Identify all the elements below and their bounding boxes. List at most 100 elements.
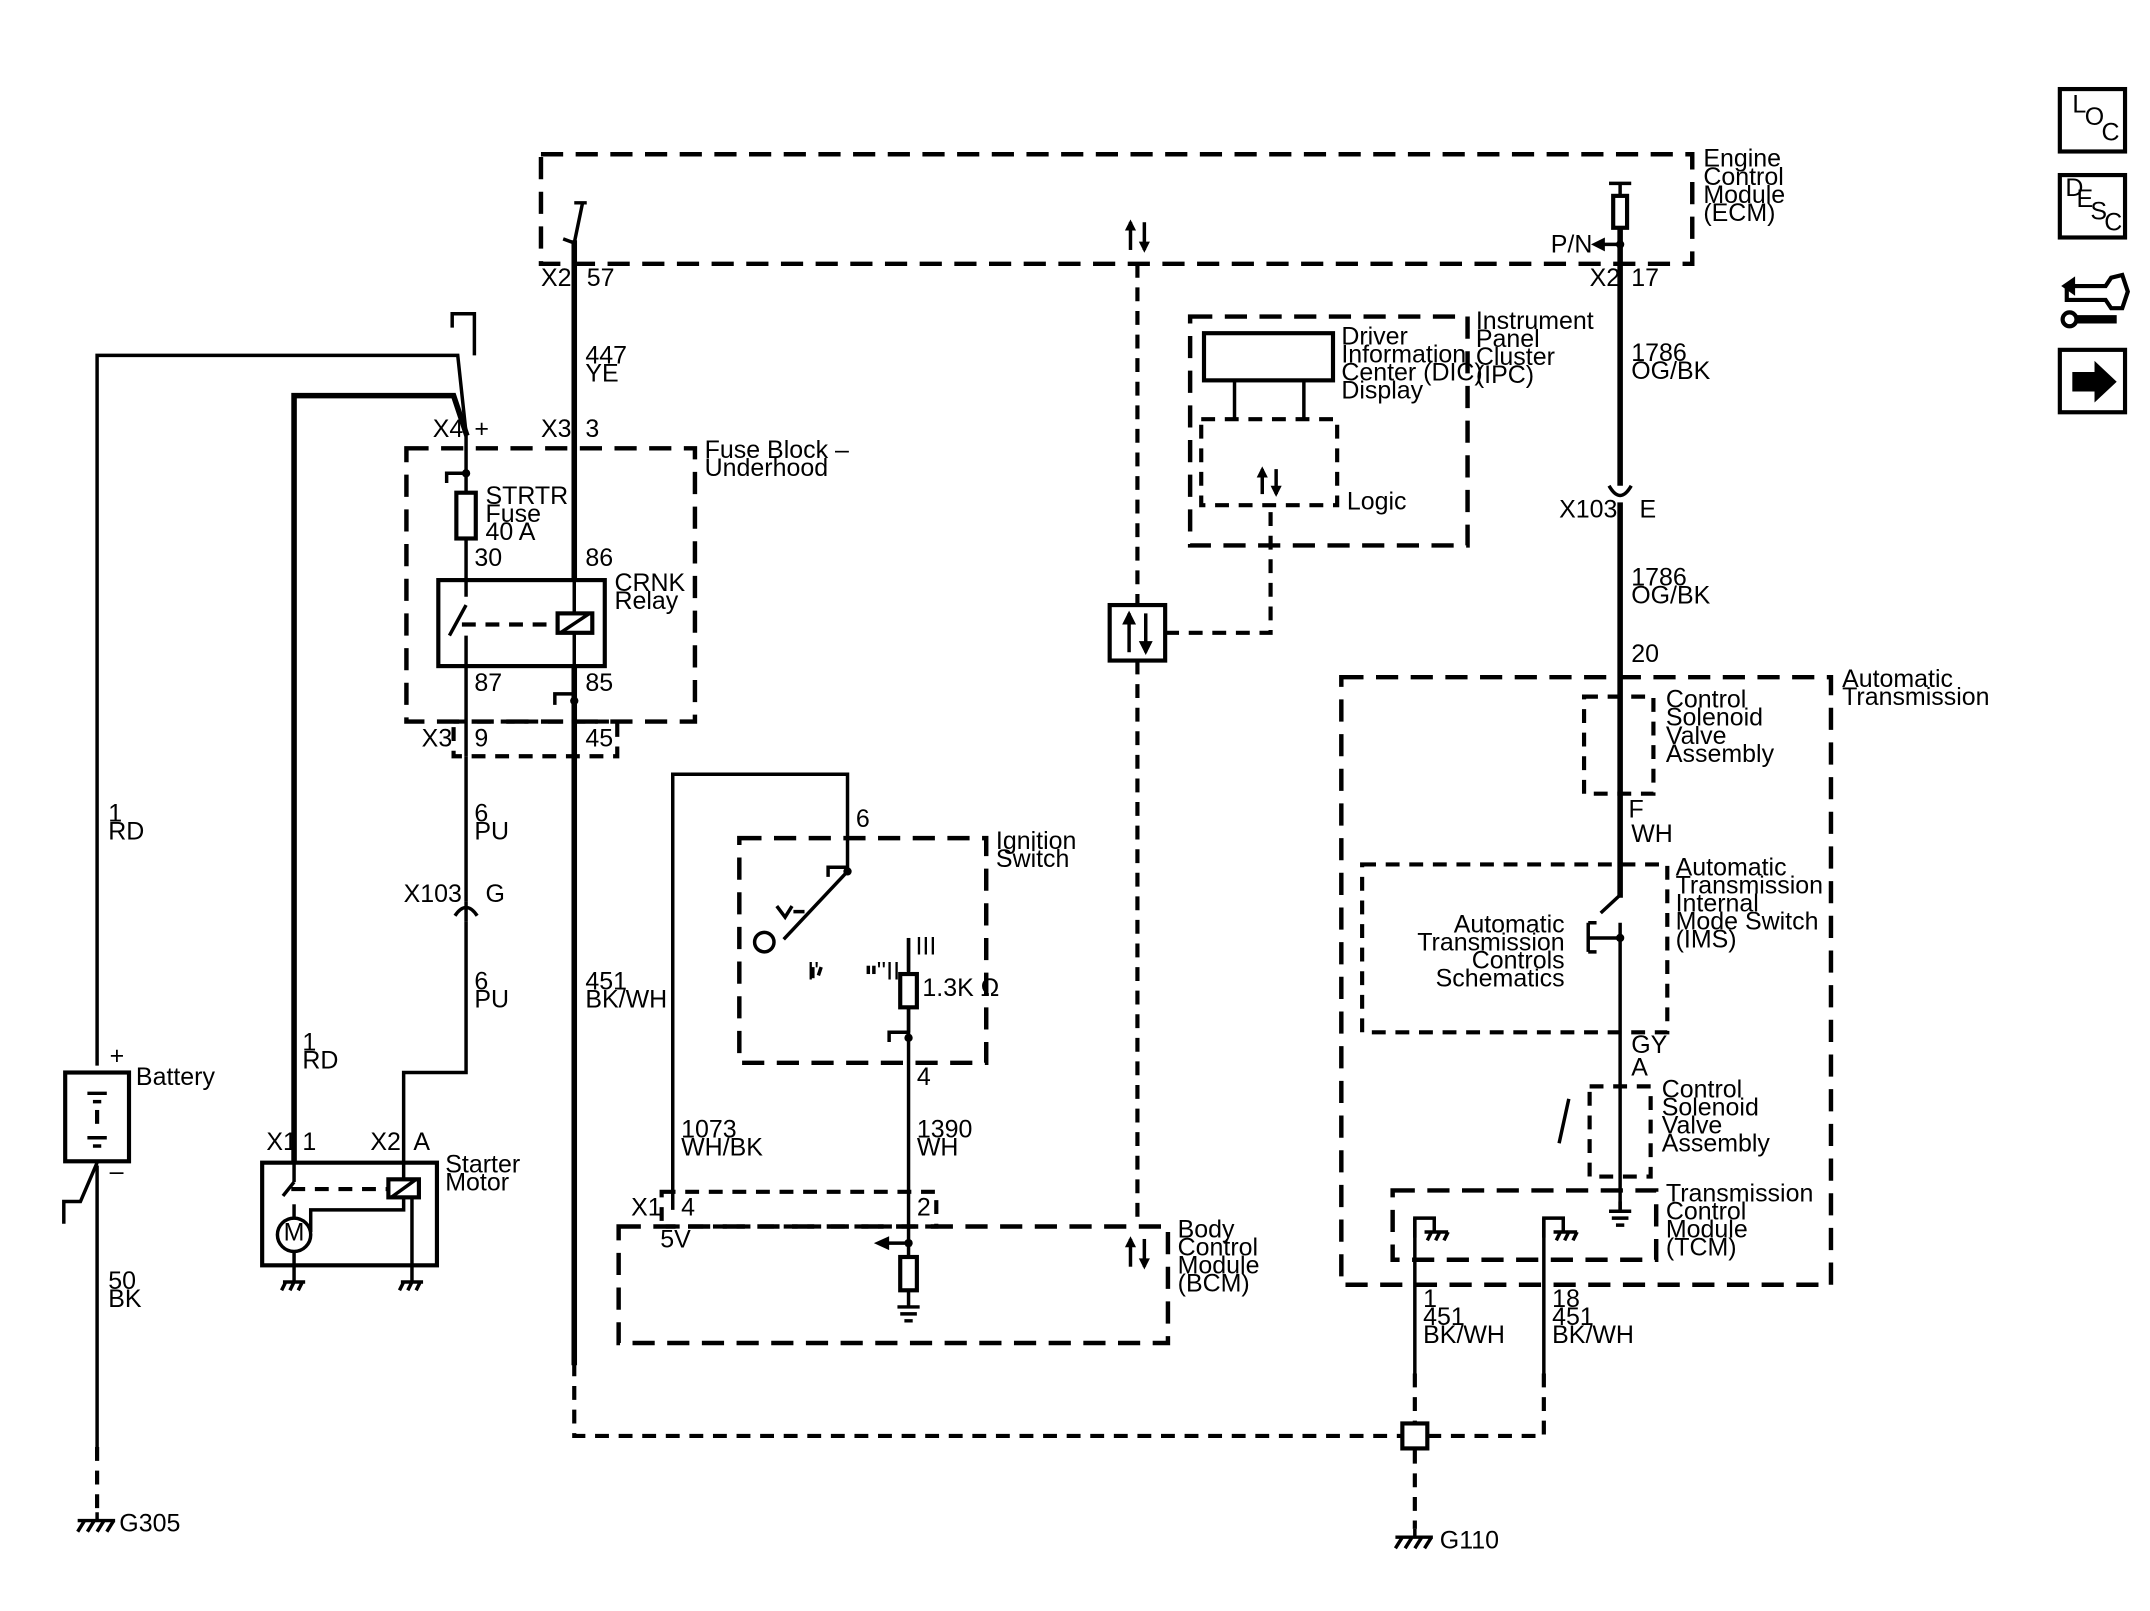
w6-pu-top-color: PU xyxy=(474,817,509,845)
bcm-5v: 5V xyxy=(660,1225,691,1253)
ecm-x2-left: X2 xyxy=(541,264,572,292)
pn-label: P/N xyxy=(1551,231,1593,259)
ipc-label-1: Instrument xyxy=(1476,307,1594,335)
atc-schematics-label-2: Transmission xyxy=(1417,928,1564,956)
g305-ground-symbol xyxy=(76,1512,116,1533)
wire-1073-wh-bk xyxy=(671,772,850,1210)
ecm-x2-right: X2 xyxy=(1590,264,1621,292)
tcm-pin-1: 1 xyxy=(1423,1285,1437,1313)
fuse-block-label-1: Fuse Block – xyxy=(705,436,849,464)
ims-label-3: Internal xyxy=(1676,890,1759,918)
w451-tcm18-color: BK/WH xyxy=(1552,1321,1634,1349)
ecm-box xyxy=(538,152,1695,267)
ims-label-2: Transmission xyxy=(1676,872,1823,900)
loc-letter-l: L xyxy=(2072,91,2086,119)
desc-letter-c: C xyxy=(2104,209,2122,237)
atc-schematics-label-1: Automatic xyxy=(1454,910,1565,938)
strtr-fuse-symbol xyxy=(454,490,478,541)
atc-schematics-label-3: Controls xyxy=(1472,946,1565,974)
ignition-switch-symbol xyxy=(752,865,919,1042)
ims-switch-symbol xyxy=(1586,893,1625,954)
fuse-block-x4-stub xyxy=(450,312,477,356)
wire-451-ground-trunk xyxy=(572,1362,1415,1439)
fuse-block-x3-connector xyxy=(451,719,620,759)
ground-splice-symbol xyxy=(1400,1421,1430,1451)
w447-number: 447 xyxy=(585,342,627,370)
next-arrow-button[interactable] xyxy=(2057,347,2128,415)
starter-motor-symbol xyxy=(260,1160,440,1292)
x103-right: X103 xyxy=(1559,496,1617,524)
fuse-label-1: STRTR xyxy=(485,482,568,510)
ignition-switch-box xyxy=(737,835,989,1066)
bcm-x1-connector xyxy=(659,1189,939,1229)
w1390-color: WH xyxy=(917,1134,959,1162)
ipc-box xyxy=(1187,314,1470,548)
strtr-fuse-terminal xyxy=(444,471,467,483)
g305-label: G305 xyxy=(119,1510,180,1538)
ecm-label-1: Engine xyxy=(1703,145,1781,173)
battery-symbol xyxy=(62,1070,132,1224)
ign-position-2: ''II xyxy=(877,958,900,986)
w451-tcm1-number: 451 xyxy=(1423,1303,1465,1331)
w451-main-color: BK/WH xyxy=(585,985,667,1013)
repair-hand-icon[interactable] xyxy=(2060,272,2130,329)
csva-bottom-ground xyxy=(1609,1201,1632,1227)
logic-box xyxy=(1199,417,1340,508)
starter-pin-1: 1 xyxy=(302,1128,316,1156)
dic-label-3: Center (DIC) xyxy=(1341,358,1482,386)
bcm-label-1: Body xyxy=(1178,1216,1235,1244)
wire-451-tcm-18-dashed xyxy=(1428,1373,1546,1439)
w1-rd-left-number: 1 xyxy=(108,799,122,827)
desc-button[interactable]: D E S C xyxy=(2057,172,2128,240)
dic-label-4: Display xyxy=(1341,376,1423,404)
starter-label-1: Starter xyxy=(445,1150,520,1178)
x103-left-pin: G xyxy=(485,880,504,908)
starter-label-2: Motor xyxy=(445,1168,509,1196)
fuse-block-85-terminal xyxy=(553,692,575,705)
w1073-color: WH/BK xyxy=(681,1134,763,1162)
starter-x1: X1 xyxy=(266,1128,297,1156)
tcm-label-2: Control xyxy=(1666,1198,1746,1226)
loc-button[interactable]: L O C xyxy=(2057,86,2128,154)
bcm-x1: X1 xyxy=(631,1193,662,1221)
csva-top-label-2: Solenoid xyxy=(1666,704,1763,732)
ecm-serial-data-arrows xyxy=(1124,219,1150,253)
ecm-pin-17: 17 xyxy=(1631,264,1659,292)
fb-pin-9: 9 xyxy=(474,725,488,753)
tcm-pin-18: 18 xyxy=(1552,1285,1580,1313)
ign-position-3: III xyxy=(915,933,936,961)
x103-left: X103 xyxy=(404,880,462,908)
fb-plus: + xyxy=(474,415,489,443)
batt-minus: – xyxy=(110,1157,124,1185)
atc-schematics-label-4: Schematics xyxy=(1436,965,1565,993)
relay-label-2: Relay xyxy=(614,587,678,615)
relay-pin-86: 86 xyxy=(585,544,613,572)
logic-label: Logic xyxy=(1347,487,1407,515)
fuse-label-3: 40 A xyxy=(485,518,535,546)
wire-wh: WH xyxy=(1631,820,1673,848)
loc-letter-o: O xyxy=(2085,103,2104,131)
starter-pin-a: A xyxy=(413,1128,430,1156)
w6-pu-bottom-number: 6 xyxy=(474,967,488,995)
bcm-pin-2: 2 xyxy=(917,1193,931,1221)
ecm-label-2: Control xyxy=(1703,163,1783,191)
bcm-label-4: (BCM) xyxy=(1178,1270,1250,1298)
w451-tcm1-color: BK/WH xyxy=(1423,1321,1505,1349)
auto-trans-label-2: Transmission xyxy=(1842,683,1989,711)
w50-number: 50 xyxy=(108,1267,136,1295)
dic-label-1: Driver xyxy=(1341,322,1408,350)
desc-letter-d: D xyxy=(2065,174,2083,202)
csva-bottom-label-4: Assembly xyxy=(1662,1130,1771,1158)
fuse-label-2: Fuse xyxy=(485,500,540,528)
tcm-label-4: (TCM) xyxy=(1666,1234,1737,1262)
dic-display-legs xyxy=(1232,380,1306,420)
ipc-label-2: Panel xyxy=(1476,325,1540,353)
fuse-block-label-2: Underhood xyxy=(705,454,828,482)
tcm-label-1: Transmission xyxy=(1666,1180,1813,1208)
w50-color: BK xyxy=(108,1285,142,1313)
wire-serial-ipc xyxy=(1165,505,1273,635)
fb-pin-3: 3 xyxy=(585,415,599,443)
tcm-box xyxy=(1390,1188,1659,1262)
w1390-number: 1390 xyxy=(917,1116,973,1144)
